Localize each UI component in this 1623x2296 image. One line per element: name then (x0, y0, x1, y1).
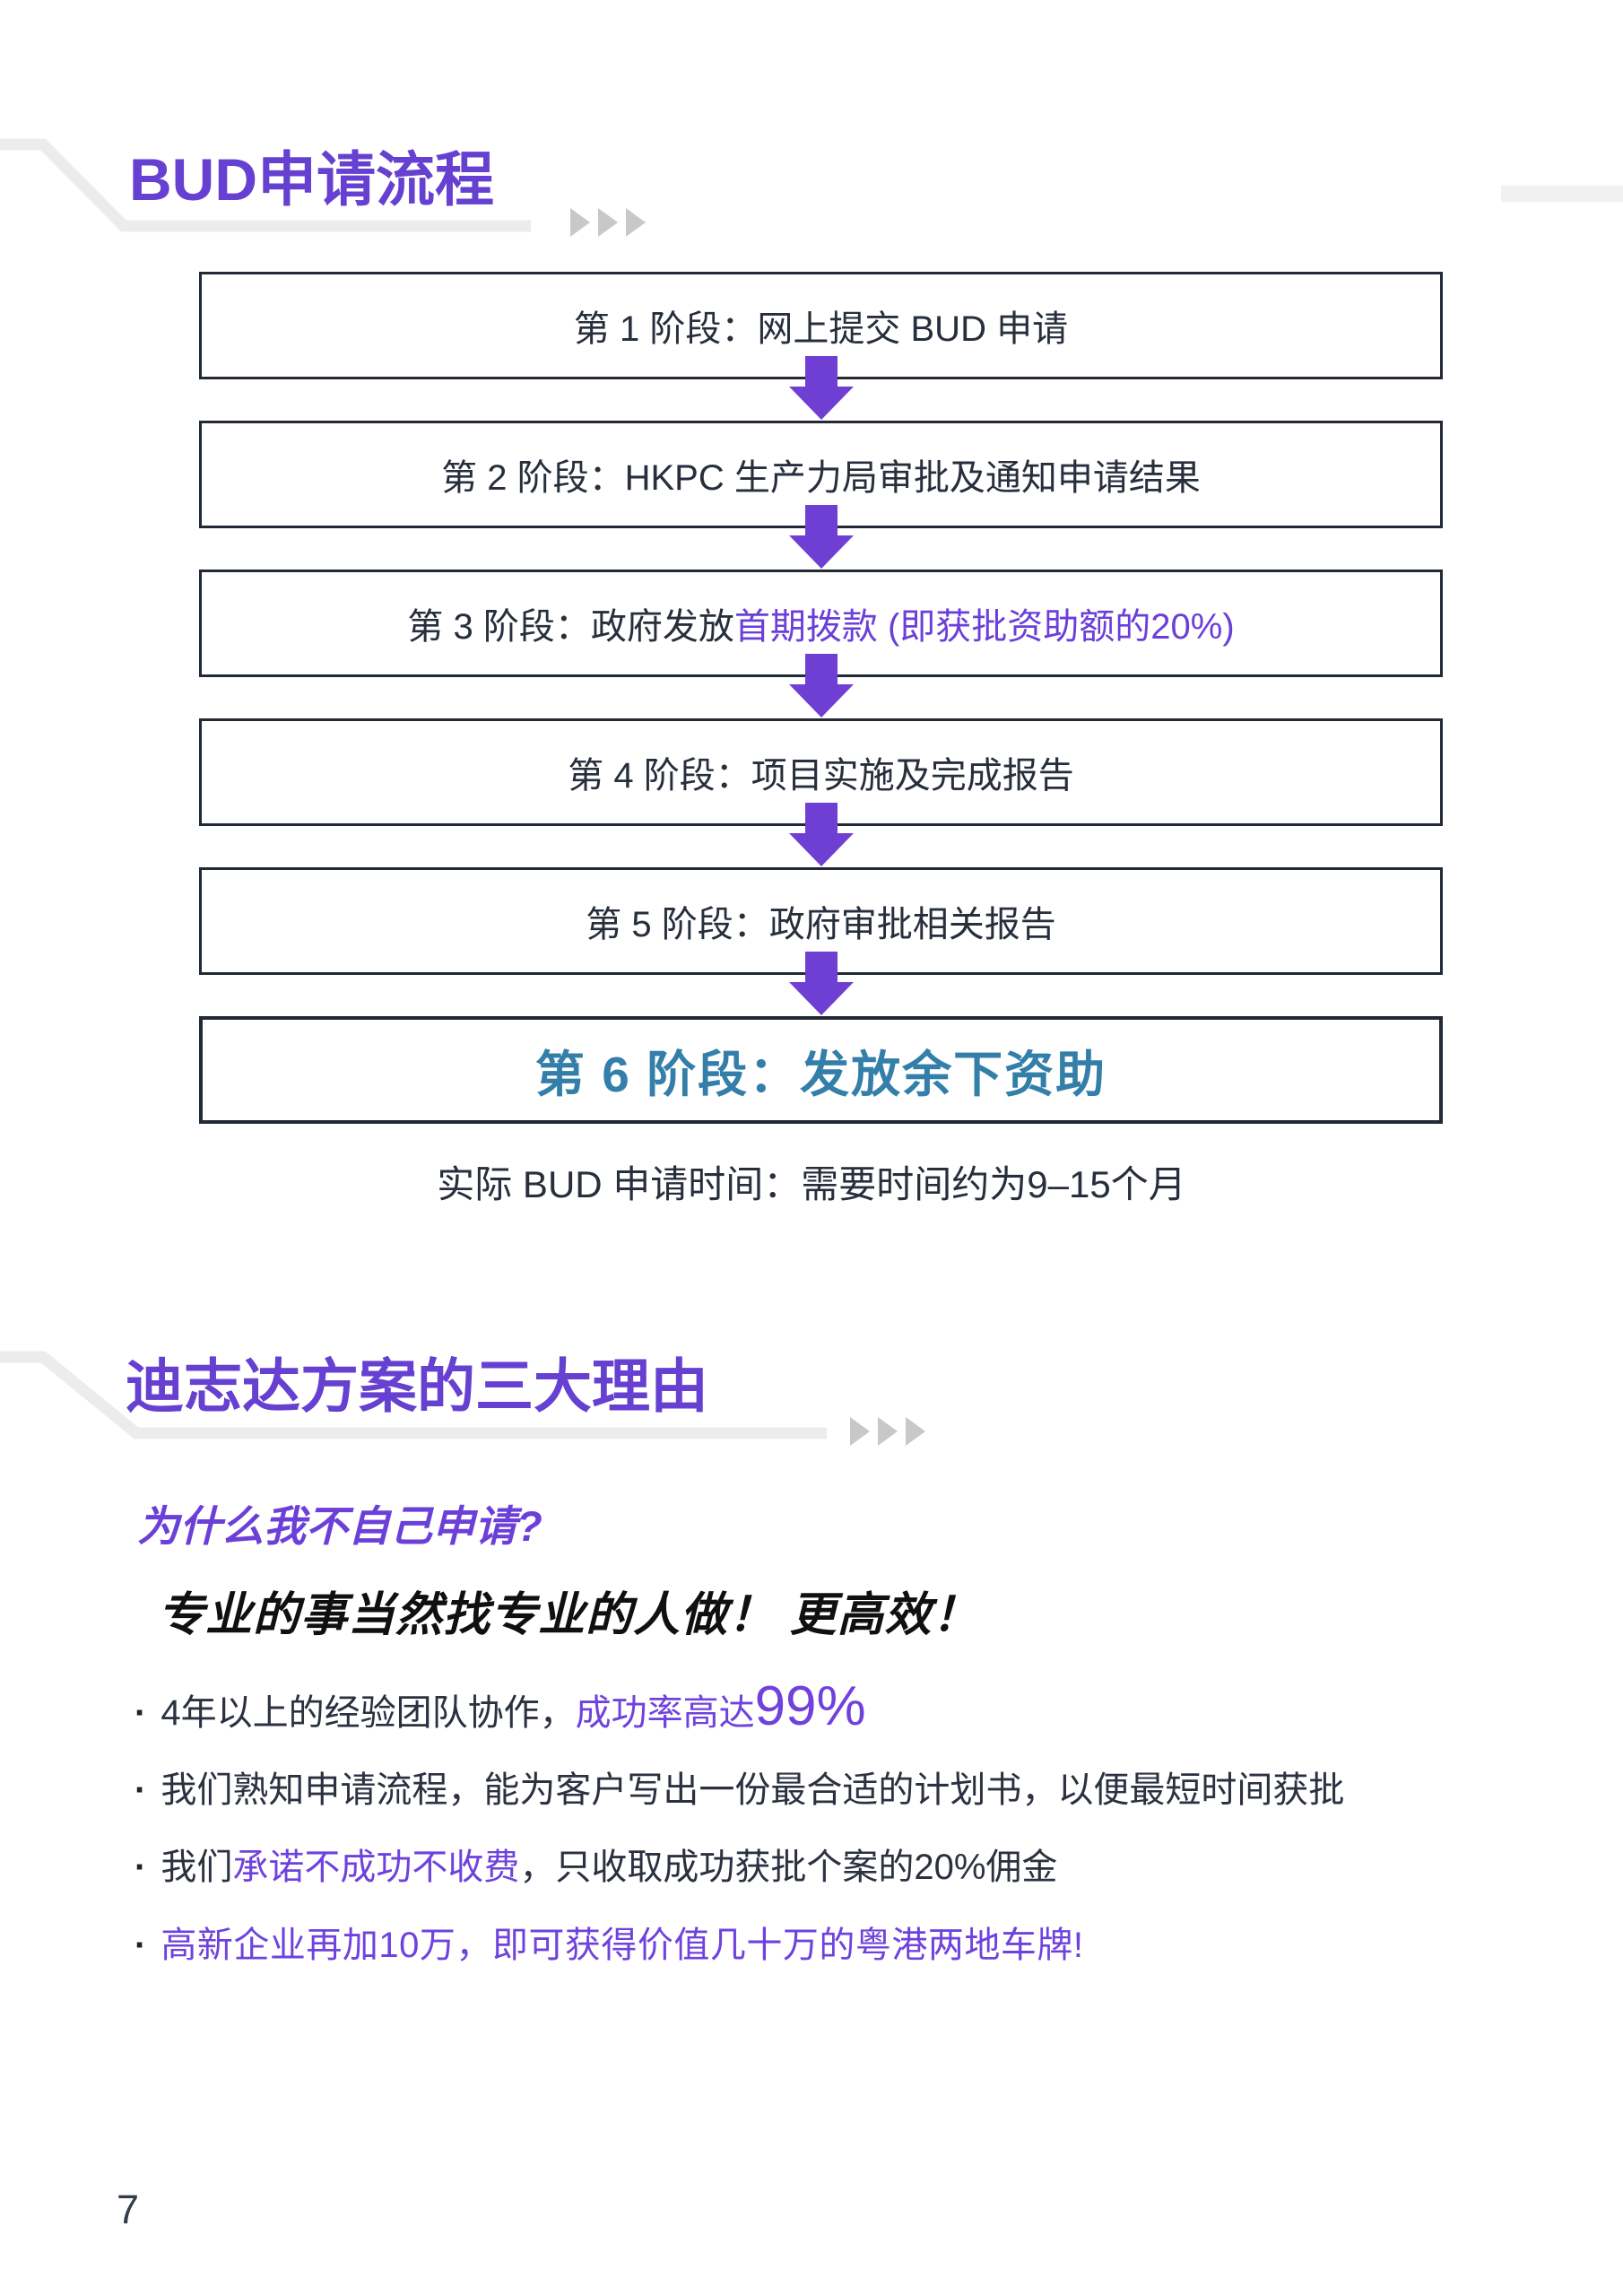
bullet-dot: · (135, 1848, 147, 1887)
reason-bullet-4: · 高新企业再加10万，即可获得价值几十万的粤港两地车牌! (135, 1925, 1083, 1966)
reason-bullet-3: · 我们承诺不成功不收费，只收取成功获批个案的20%佣金 (135, 1847, 1057, 1888)
why-not-apply-myself-question: 为什么我不自己申请? (137, 1502, 542, 1550)
down-arrow-icon (788, 654, 854, 718)
down-arrow-icon (788, 952, 854, 1015)
flow-stage-4: 第 4 阶段：项目实施及完成报告 (199, 718, 1443, 866)
reason-bullet-1: ·4年以上的经验团队协作，成功率高达99% (135, 1679, 866, 1735)
stage-3-highlight: 首期拨款 (即获批资助额的20%) (733, 607, 1235, 647)
bullet-dot: · (135, 1926, 147, 1965)
swoosh-line-decoration (0, 1351, 827, 1439)
stage-4-label: 第 4 阶段：项目实施及完成报告 (568, 756, 1074, 796)
section-title-reasons: 迪志达方案的三大理由 (126, 1352, 709, 1419)
bullet-3-text-b: ，只收取成功获批个案的20%佣金 (519, 1848, 1058, 1887)
reason-bullet-2: · 我们熟知申请流程，能为客户写出一份最合适的计划书，以便最短时间获批 (135, 1770, 1344, 1811)
page-title-bud-flow: BUD申请流程 (129, 146, 494, 213)
stage-1-label: 第 1 阶段：网上提交 BUD 申请 (573, 309, 1069, 349)
page-number: 7 (117, 2187, 140, 2232)
swoosh-line-decoration (0, 138, 531, 232)
stage-6-label: 第 6 阶段：发放余下资助 (534, 1047, 1107, 1102)
bullet-3-text-a: 我们 (161, 1848, 233, 1887)
bud-flowchart: 第 1 阶段：网上提交 BUD 申请 第 2 阶段：HKPC 生产力局审批及通知… (199, 272, 1443, 1124)
bullet-dot: · (135, 1770, 147, 1810)
stage-5-label: 第 5 阶段：政府审批相关报告 (586, 905, 1056, 944)
bullet-3-highlight: 承诺不成功不收费 (232, 1848, 520, 1887)
stage-2-label: 第 2 阶段：HKPC 生产力局审批及通知申请结果 (441, 458, 1201, 498)
down-arrow-icon (788, 356, 854, 420)
bullet-1-success-rate: 99% (754, 1675, 866, 1737)
bullet-1-highlight: 成功率高达 (575, 1693, 755, 1733)
forward-triangles-icon (850, 1417, 925, 1446)
bullet-2-text: 我们熟知申请流程，能为客户写出一份最合适的计划书，以便最短时间获批 (161, 1770, 1345, 1810)
down-arrow-icon (788, 505, 854, 569)
forward-triangles-icon (570, 208, 646, 237)
flow-stage-3: 第 3 阶段：政府发放首期拨款 (即获批资助额的20%) (199, 570, 1443, 718)
bullet-1-text: 4年以上的经验团队协作， (161, 1693, 576, 1733)
bullet-4-highlight: 高新企业再加10万，即可获得价值几十万的粤港两地车牌! (161, 1926, 1084, 1965)
flow-stage-1: 第 1 阶段：网上提交 BUD 申请 (199, 272, 1443, 420)
professional-statement: 专业的事当然找专业的人做！ 更高效！ (158, 1589, 980, 1641)
flow-stage-6: 第 6 阶段：发放余下资助 (199, 1016, 1443, 1124)
down-arrow-icon (788, 803, 854, 866)
flow-duration-caption: 实际 BUD 申请时间：需要时间约为9–15个月 (437, 1163, 1186, 1205)
accent-bar (1501, 186, 1623, 202)
stage-3-label: 第 3 阶段：政府发放 (407, 607, 734, 647)
flow-stage-2: 第 2 阶段：HKPC 生产力局审批及通知申请结果 (199, 421, 1443, 569)
bullet-dot: · (135, 1693, 147, 1733)
flow-stage-5: 第 5 阶段：政府审批相关报告 (199, 867, 1443, 1015)
